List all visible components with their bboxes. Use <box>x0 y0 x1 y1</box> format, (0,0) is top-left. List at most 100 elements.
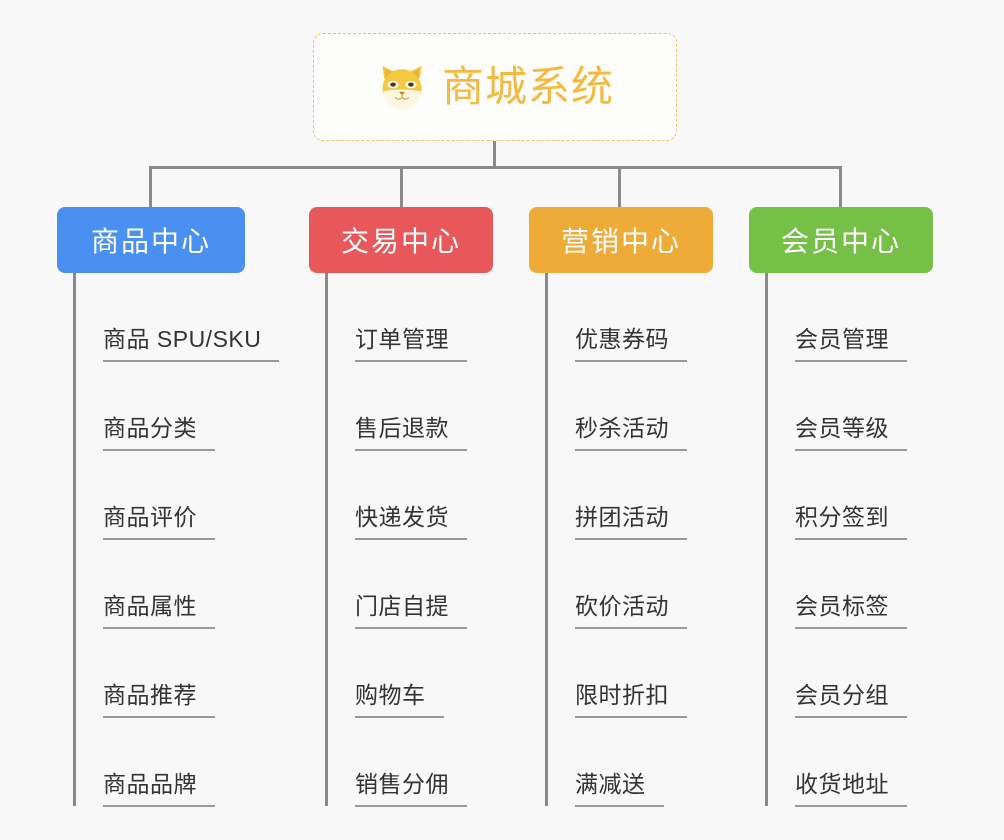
leaf-underline: 积分签到 <box>795 498 907 540</box>
category-column-营销中心: 营销中心 优惠券码 秒杀活动 拼团活动 砍价活动 <box>529 207 749 807</box>
column-spine-1 <box>73 273 76 806</box>
leaf-underline: 商品分类 <box>103 409 215 451</box>
leaf-underline: 快递发货 <box>355 498 467 540</box>
leaf-underline: 商品属性 <box>103 587 215 629</box>
category-column-交易中心: 交易中心 订单管理 售后退款 快递发货 门店自提 <box>309 207 529 807</box>
column-spine-3 <box>545 273 548 806</box>
leaf-label: 会员标签 <box>795 593 889 619</box>
leaf-underline: 优惠券码 <box>575 320 687 362</box>
leaf-label: 限时折扣 <box>575 682 669 708</box>
category-column-会员中心: 会员中心 会员管理 会员等级 积分签到 会员标签 <box>749 207 969 807</box>
category-label-1: 商品中心 <box>90 226 211 257</box>
leaf-label: 商品推荐 <box>103 682 197 708</box>
leaf-underline: 拼团活动 <box>575 498 687 540</box>
category-column-商品中心: 商品中心 商品 SPU/SKU 商品分类 商品评价 商品属性 <box>57 207 307 807</box>
leaf-underline: 秒杀活动 <box>575 409 687 451</box>
category-label-3: 营销中心 <box>560 226 681 257</box>
leaf-list-3: 优惠券码 秒杀活动 拼团活动 砍价活动 限时折扣 <box>529 273 749 807</box>
leaf-item[interactable]: 商品评价 <box>57 451 307 540</box>
leaf-label: 商品品牌 <box>103 771 197 797</box>
root-node[interactable]: 商城系统 <box>313 33 677 141</box>
shiba-dog-face-icon <box>382 65 422 110</box>
leaf-list-4: 会员管理 会员等级 积分签到 会员标签 会员分组 <box>749 273 969 807</box>
leaf-item[interactable]: 满减送 <box>529 718 749 807</box>
leaf-label: 销售分佣 <box>355 771 449 797</box>
leaf-label: 快递发货 <box>355 504 449 530</box>
leaf-underline: 商品品牌 <box>103 765 215 807</box>
connector-root-stem <box>493 141 496 169</box>
leaf-underline: 购物车 <box>355 676 444 718</box>
leaf-label: 秒杀活动 <box>575 415 669 441</box>
leaf-label: 售后退款 <box>355 415 449 441</box>
leaf-underline: 销售分佣 <box>355 765 467 807</box>
leaf-label: 商品 SPU/SKU <box>103 326 262 352</box>
leaf-item[interactable]: 砍价活动 <box>529 540 749 629</box>
leaf-label: 拼团活动 <box>575 504 669 530</box>
connector-horizontal-bus <box>149 166 842 169</box>
leaf-item[interactable]: 购物车 <box>309 629 529 718</box>
leaf-label: 会员分组 <box>795 682 889 708</box>
leaf-label: 商品分类 <box>103 415 197 441</box>
leaf-underline: 售后退款 <box>355 409 467 451</box>
leaf-list-2: 订单管理 售后退款 快递发货 门店自提 购物车 <box>309 273 529 807</box>
leaf-label: 收货地址 <box>795 771 889 797</box>
leaf-item[interactable]: 拼团活动 <box>529 451 749 540</box>
category-label-4: 会员中心 <box>780 226 901 257</box>
category-header-4[interactable]: 会员中心 <box>749 207 933 273</box>
column-spine-2 <box>325 273 328 806</box>
category-label-2: 交易中心 <box>340 226 461 257</box>
leaf-item[interactable]: 销售分佣 <box>309 718 529 807</box>
leaf-underline: 会员分组 <box>795 676 907 718</box>
connector-drop-2 <box>400 166 403 209</box>
leaf-label: 会员等级 <box>795 415 889 441</box>
leaf-label: 满减送 <box>575 771 646 797</box>
category-header-1[interactable]: 商品中心 <box>57 207 245 273</box>
leaf-item[interactable]: 商品推荐 <box>57 629 307 718</box>
leaf-item[interactable]: 限时折扣 <box>529 629 749 718</box>
leaf-underline: 商品评价 <box>103 498 215 540</box>
leaf-label: 商品属性 <box>103 593 197 619</box>
leaf-item[interactable]: 优惠券码 <box>529 273 749 362</box>
leaf-underline: 商品 SPU/SKU <box>103 320 280 362</box>
leaf-underline: 商品推荐 <box>103 676 215 718</box>
leaf-item[interactable]: 会员标签 <box>749 540 969 629</box>
leaf-item[interactable]: 秒杀活动 <box>529 362 749 451</box>
leaf-label: 积分签到 <box>795 504 889 530</box>
leaf-underline: 订单管理 <box>355 320 467 362</box>
connector-drop-4 <box>839 166 842 209</box>
category-header-2[interactable]: 交易中心 <box>309 207 493 273</box>
connector-drop-1 <box>149 166 152 209</box>
leaf-item[interactable]: 会员等级 <box>749 362 969 451</box>
leaf-item[interactable]: 商品品牌 <box>57 718 307 807</box>
root-title: 商城系统 <box>441 63 614 110</box>
leaf-underline: 满减送 <box>575 765 664 807</box>
leaf-item[interactable]: 商品分类 <box>57 362 307 451</box>
leaf-item[interactable]: 商品 SPU/SKU <box>57 273 307 362</box>
leaf-underline: 收货地址 <box>795 765 907 807</box>
leaf-list-1: 商品 SPU/SKU 商品分类 商品评价 商品属性 商品推荐 <box>57 273 307 807</box>
leaf-item[interactable]: 会员分组 <box>749 629 969 718</box>
category-header-3[interactable]: 营销中心 <box>529 207 713 273</box>
leaf-underline: 会员标签 <box>795 587 907 629</box>
leaf-label: 优惠券码 <box>575 326 669 352</box>
leaf-item[interactable]: 积分签到 <box>749 451 969 540</box>
leaf-underline: 砍价活动 <box>575 587 687 629</box>
leaf-underline: 限时折扣 <box>575 676 687 718</box>
leaf-item[interactable]: 会员管理 <box>749 273 969 362</box>
column-spine-4 <box>765 273 768 806</box>
leaf-label: 购物车 <box>355 682 426 708</box>
leaf-label: 订单管理 <box>355 326 449 352</box>
leaf-item[interactable]: 订单管理 <box>309 273 529 362</box>
leaf-label: 砍价活动 <box>575 593 669 619</box>
leaf-item[interactable]: 商品属性 <box>57 540 307 629</box>
leaf-item[interactable]: 收货地址 <box>749 718 969 807</box>
connector-drop-3 <box>618 166 621 209</box>
leaf-item[interactable]: 快递发货 <box>309 451 529 540</box>
leaf-underline: 门店自提 <box>355 587 467 629</box>
leaf-item[interactable]: 售后退款 <box>309 362 529 451</box>
leaf-underline: 会员等级 <box>795 409 907 451</box>
leaf-underline: 会员管理 <box>795 320 907 362</box>
leaf-label: 会员管理 <box>795 326 889 352</box>
leaf-item[interactable]: 门店自提 <box>309 540 529 629</box>
